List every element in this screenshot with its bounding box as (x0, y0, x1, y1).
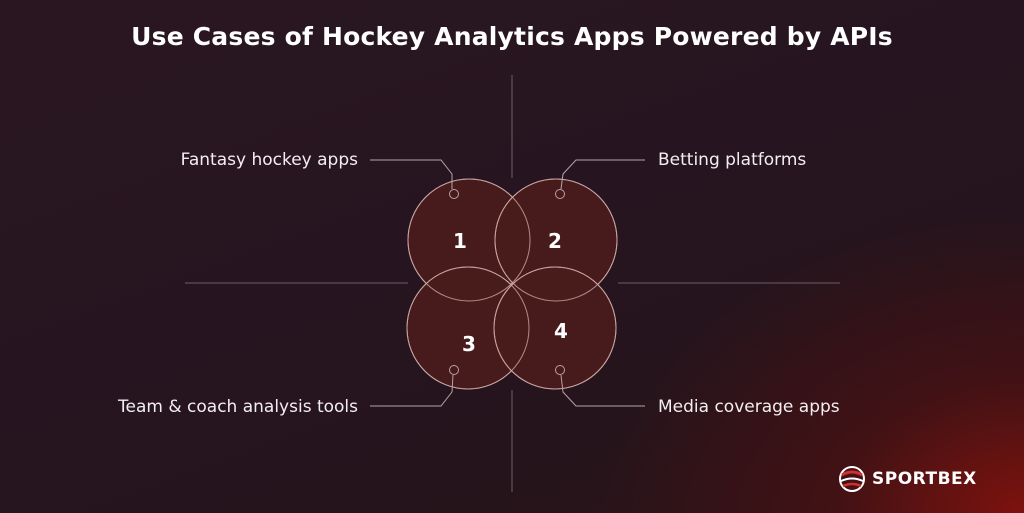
connector-3 (370, 365, 459, 407)
item-label-3: Team & coach analysis tools (118, 397, 358, 417)
item-number-4: 4 (554, 319, 568, 343)
connector-1 (370, 159, 459, 199)
page-title: Use Cases of Hockey Analytics Apps Power… (131, 22, 893, 51)
item-label-1: Fantasy hockey apps (180, 150, 358, 170)
item-label-4: Media coverage apps (658, 397, 840, 417)
circle-2-outline (494, 178, 618, 302)
brand-logo: SPORTBEX (838, 465, 977, 493)
connector-4 (555, 365, 645, 407)
circle-1-outline (407, 178, 531, 302)
circle-group (406, 178, 618, 390)
circle-3-outline (406, 266, 530, 390)
brand-name: SPORTBEX (872, 469, 977, 489)
item-number-1: 1 (453, 229, 467, 253)
item-number-3: 3 (462, 332, 476, 356)
item-number-2: 2 (548, 229, 562, 253)
circle-4-outline (493, 266, 617, 390)
connector-2 (555, 159, 645, 199)
sportbex-ball-icon (839, 466, 865, 492)
item-label-2: Betting platforms (658, 150, 807, 170)
